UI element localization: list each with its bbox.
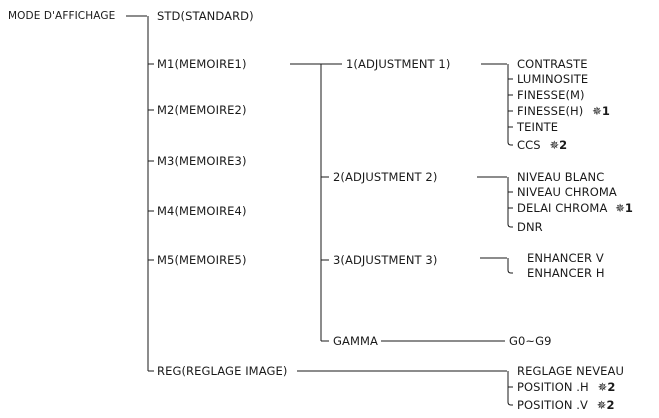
note-star-2: ✵2 [596,398,615,412]
adjustment1-label: 1(ADJUSTMENT 1) [346,57,451,71]
std-label: STD(STANDARD) [157,9,254,23]
dnr-label: DNR [517,220,543,234]
m2-label: M2(MEMOIRE2) [157,103,247,117]
m3-label: M3(MEMOIRE3) [157,154,247,168]
enhancer-h-label: ENHANCER H [527,266,605,280]
note-star-2: ✵2 [549,138,568,152]
m5-label: M5(MEMOIRE5) [157,253,247,267]
adjustment3-label: 3(ADJUSTMENT 3) [333,253,438,267]
delai-chroma-item: DELAI CHROMA ✵1 [517,201,633,215]
finesse-h-label: FINESSE(H) [517,104,584,118]
contraste-label: CONTRASTE [517,57,588,71]
finesse-m-label: FINESSE(M) [517,88,585,102]
ccs-label: CCS [517,138,541,152]
position-v-label: POSITION .V [517,398,589,412]
luminosite-label: LUMINOSITE [517,72,589,86]
delai-chroma-label: DELAI CHROMA [517,201,608,215]
position-h-item: POSITION .H ✵2 [517,380,615,394]
note-star-2: ✵2 [597,380,616,394]
niveau-blanc-label: NIVEAU BLANC [517,170,605,184]
adjustment2-label: 2(ADJUSTMENT 2) [333,170,438,184]
position-v-item: POSITION .V ✵2 [517,398,615,412]
reg-label: REG(REGLAGE IMAGE) [157,364,288,378]
position-h-label: POSITION .H [517,380,589,394]
ccs-item: CCS ✵2 [517,138,567,152]
m1-label: M1(MEMOIRE1) [157,57,247,71]
reglage-neveau-label: REGLAGE NEVEAU [517,364,625,378]
note-star-1: ✵1 [592,104,610,118]
enhancer-v-label: ENHANCER V [527,251,604,265]
finesse-h-item: FINESSE(H) ✵1 [517,104,610,118]
root-label: MODE D'AFFICHAGE [8,10,116,22]
gamma-range-label: G0~G9 [509,334,552,348]
niveau-chroma-label: NIVEAU CHROMA [517,185,617,199]
gamma-label: GAMMA [333,334,378,348]
teinte-label: TEINTE [517,120,559,134]
note-star-1: ✵1 [615,201,634,215]
m4-label: M4(MEMOIRE4) [157,204,247,218]
